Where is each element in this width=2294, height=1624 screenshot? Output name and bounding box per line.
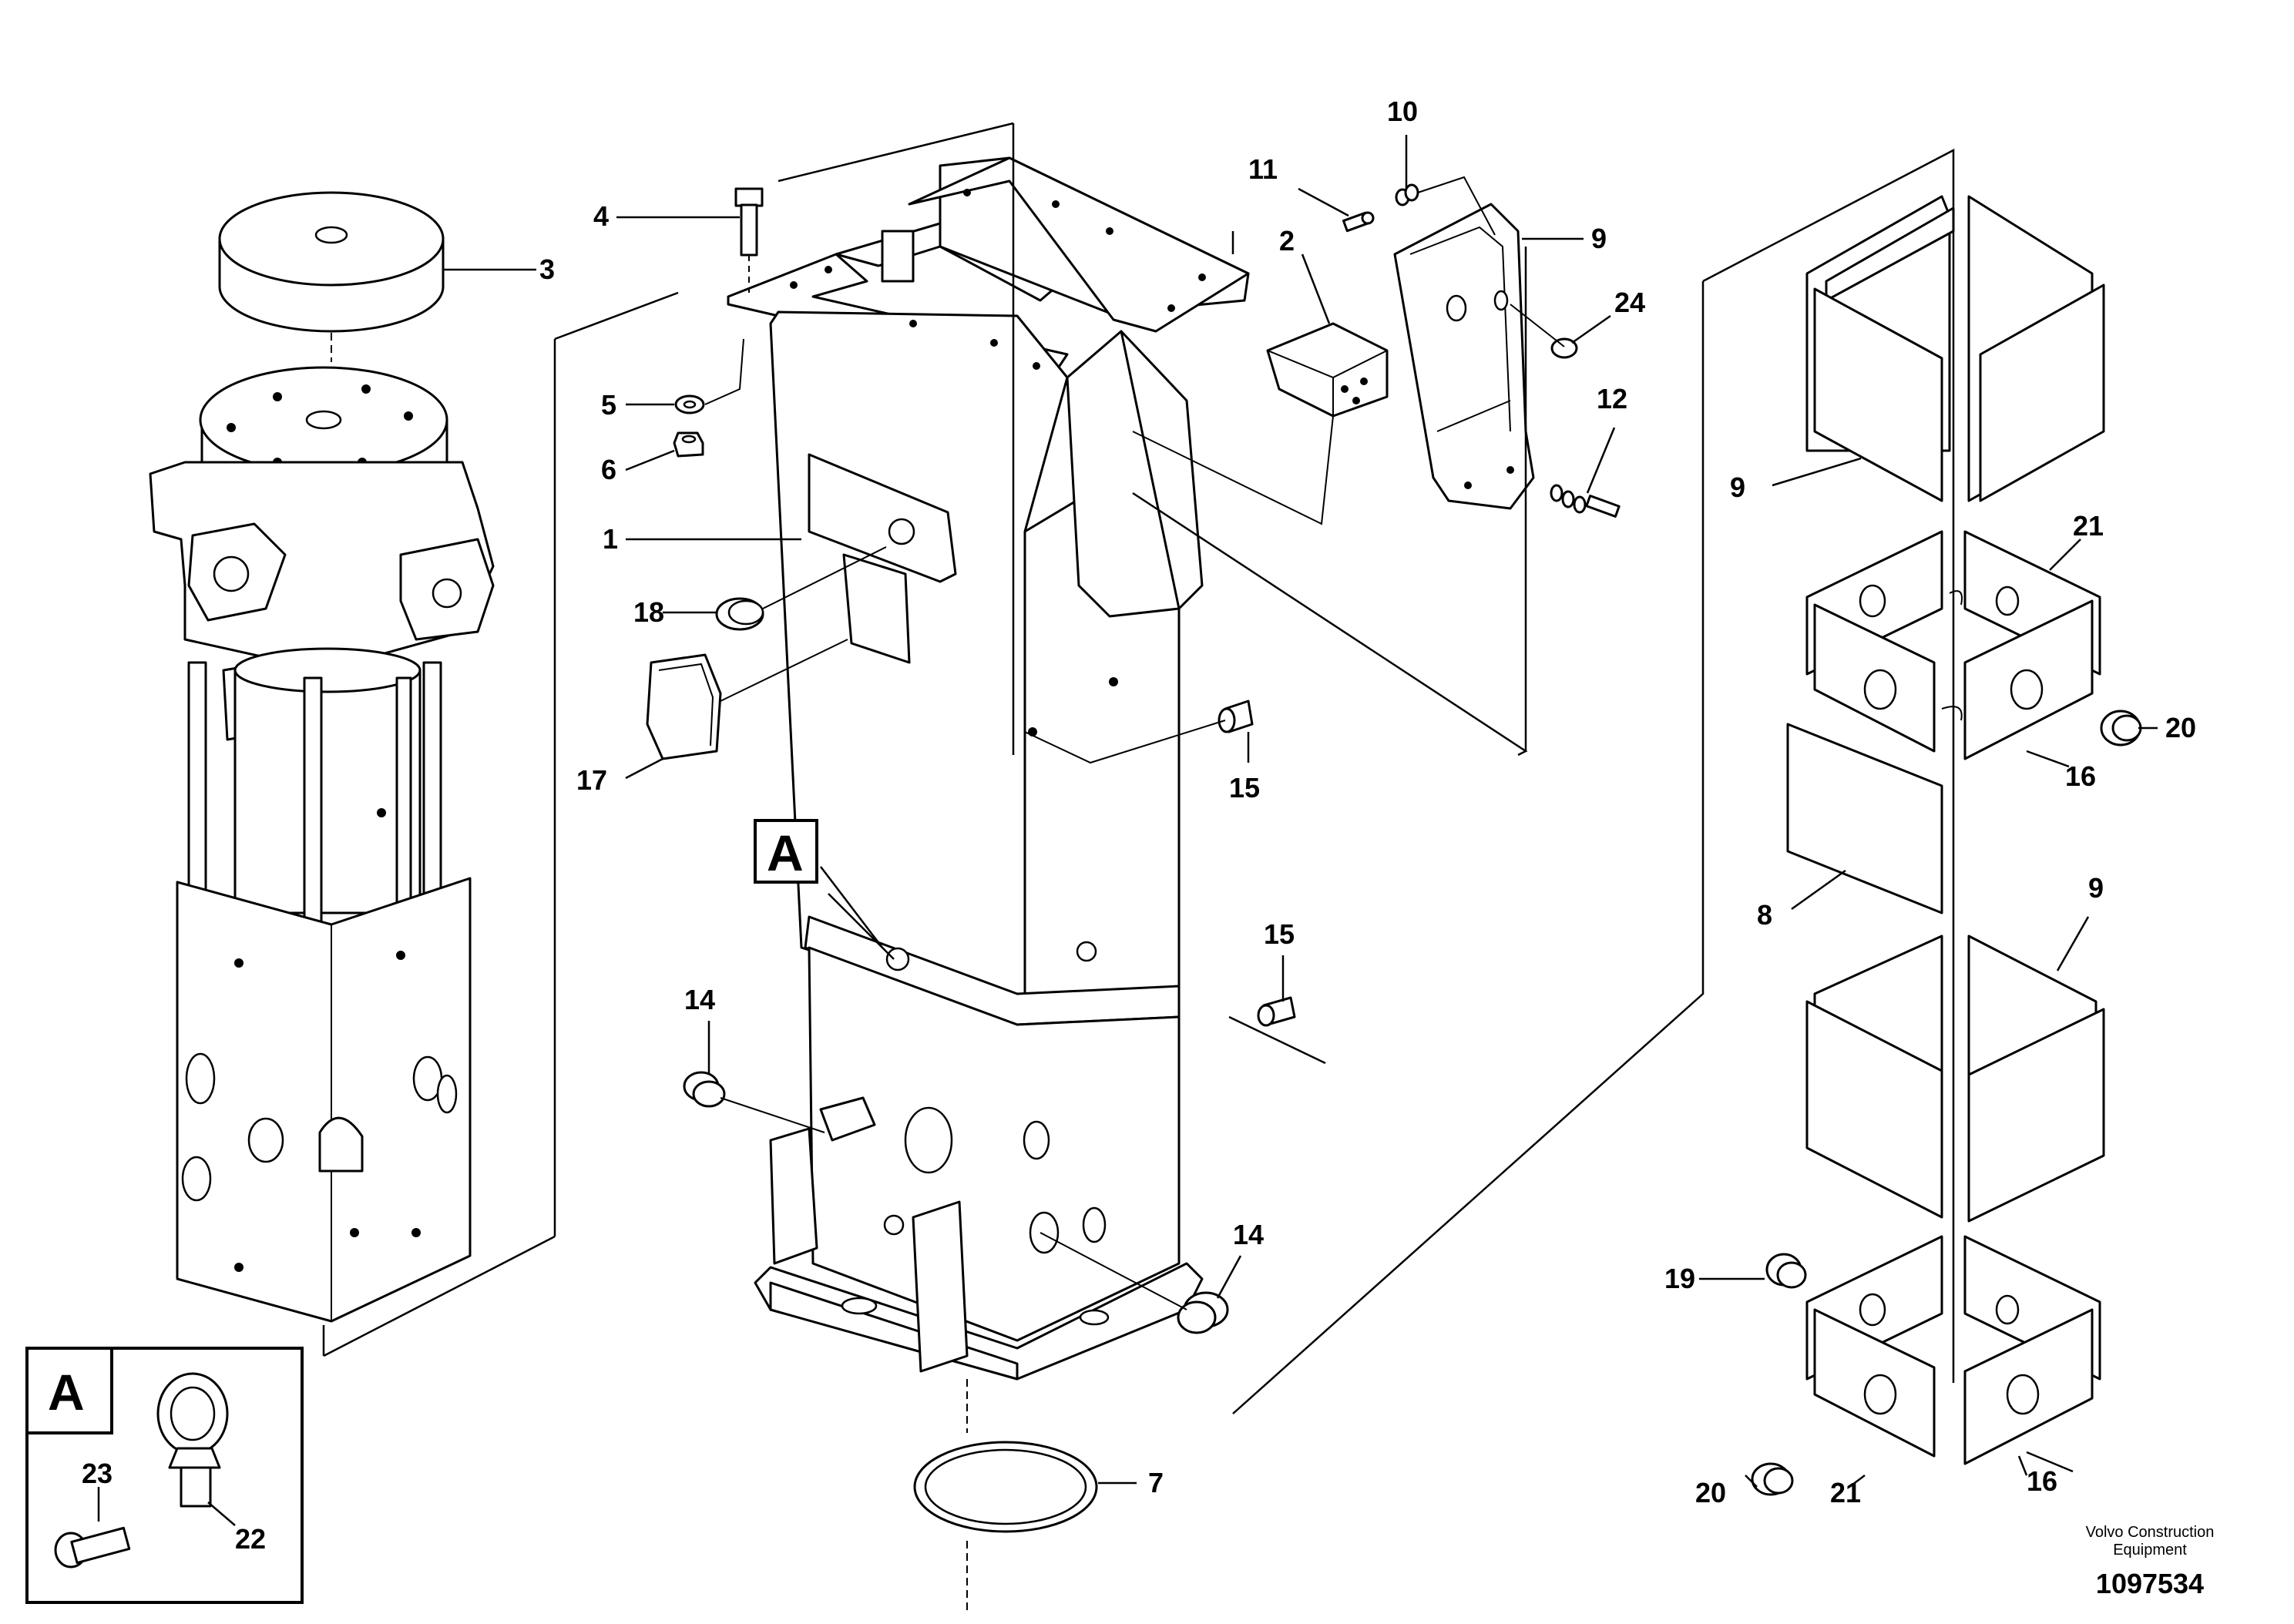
detail-box-letter: A: [48, 1364, 85, 1421]
part-24-plug: [1550, 337, 1578, 359]
callout-labels: 4 3 5 6 1 18 17 14 15 15 14 7 2 11 10 9 …: [539, 96, 2196, 1508]
part-7-seal-ring: [913, 1441, 1098, 1533]
callout-15-upper: 15: [1229, 772, 1260, 804]
part-14-plug-left: [683, 1071, 726, 1108]
callout-21-lower: 21: [1830, 1477, 1861, 1508]
callout-12: 12: [1597, 383, 1627, 414]
callout-3: 3: [539, 253, 555, 285]
part-4-bolt: [734, 187, 764, 293]
part-21-16-lower-bushing: [1805, 1235, 2101, 1465]
callout-7: 7: [1148, 1467, 1164, 1498]
footer: Volvo Construction Equipment 1097534: [2086, 1524, 2215, 1599]
part-18-plug: [715, 597, 764, 631]
callout-24: 24: [1614, 287, 1645, 318]
callout-19: 19: [1664, 1263, 1695, 1294]
part-22-eye-bolt: [156, 1372, 229, 1508]
callout-1: 1: [603, 523, 618, 555]
company-name-line2: Equipment: [2113, 1542, 2187, 1559]
part-15-plug-upper: [1218, 700, 1254, 733]
callout-11: 10: [1387, 96, 1418, 127]
part-2-block: [1266, 322, 1389, 418]
callout-16-upper: 16: [2065, 760, 2096, 792]
drawing-number: 1097534: [2096, 1568, 2204, 1599]
view-reference-marker: A: [754, 819, 818, 884]
detail-box-a: A 23 22: [25, 1347, 304, 1604]
part-12-screw: [1550, 484, 1621, 518]
part-19-plug: [1765, 1253, 1807, 1289]
callout-20-upper: 20: [2165, 712, 2196, 743]
callout-10: 9: [1591, 223, 1607, 254]
callout-23: 23: [82, 1458, 113, 1489]
callout-14-right: 14: [1233, 1219, 1264, 1250]
part-15-plug-lower: [1257, 996, 1296, 1027]
leader-lines: [443, 135, 2158, 1488]
part-20-plug-lower: [1751, 1462, 1794, 1496]
part-21-16-upper-bushing: [1805, 530, 2101, 760]
part-14-plug-right: [1177, 1291, 1229, 1334]
callout-17: 17: [576, 764, 607, 796]
callout-13: 11: [1248, 153, 1278, 185]
callout-9-upper: 9: [1730, 471, 1745, 503]
callout-21-upper: 21: [2073, 510, 2104, 542]
power-cell-assembly: [149, 191, 495, 1323]
part-20-plug-upper: [2100, 710, 2142, 747]
callout-18: 18: [633, 596, 664, 628]
callout-14-left: 14: [684, 984, 715, 1015]
part-1-housing: [727, 156, 1250, 1381]
callout-2: 2: [1279, 225, 1295, 257]
company-name-line1: Volvo Construction: [2086, 1524, 2215, 1541]
part-5-washer: [674, 394, 705, 414]
callout-16-lower: 16: [2027, 1465, 2057, 1497]
callout-15-lower: 15: [1264, 918, 1295, 950]
part-17-cover: [646, 653, 722, 760]
callout-6: 6: [601, 454, 616, 485]
part-9-lower-plates: [1805, 934, 2105, 1223]
part-10-bracket: [1393, 203, 1535, 510]
view-reference-letter: A: [767, 824, 804, 881]
callout-9-lower: 9: [2088, 872, 2104, 904]
part-13-screw: [1342, 211, 1375, 233]
part-6-nut: [673, 431, 704, 458]
callout-22: 22: [235, 1523, 266, 1555]
callout-5: 5: [601, 389, 616, 421]
part-23-bolt: [54, 1526, 131, 1569]
callout-4: 4: [593, 200, 609, 232]
callout-8: 8: [1757, 899, 1772, 931]
part-3-top-cap: [218, 191, 445, 333]
part-9-upper-plates: [1805, 195, 2105, 502]
part-8-plate: [1786, 723, 1943, 914]
callout-20-lower: 20: [1695, 1477, 1726, 1508]
